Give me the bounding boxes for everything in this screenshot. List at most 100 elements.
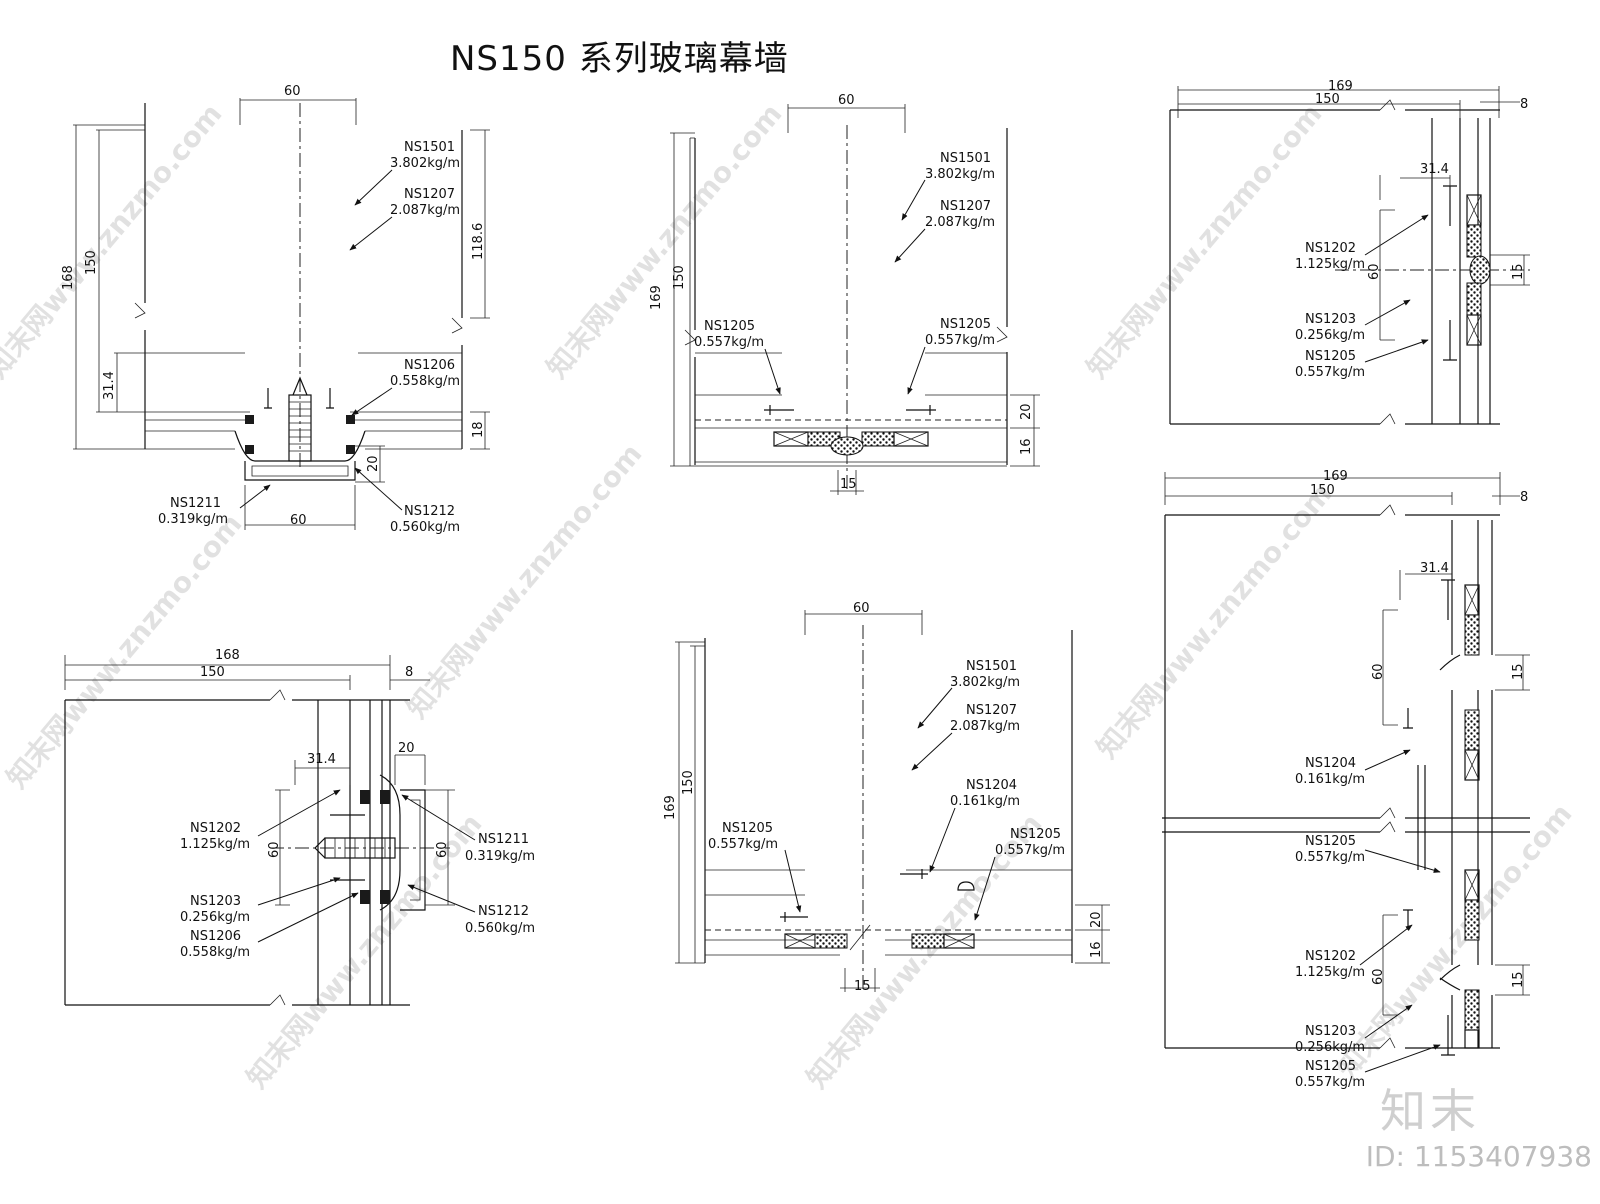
label-ns1205: NS1205	[704, 319, 755, 334]
label-ns1206: NS1206	[190, 929, 241, 944]
label-ns1202: NS1202	[1305, 949, 1356, 964]
dim-text: 60	[1371, 663, 1386, 680]
label-ns1211: NS1211	[170, 496, 221, 511]
dim-text: 15	[840, 477, 857, 492]
label-ns1202: NS1202	[1305, 241, 1356, 256]
watermark-text: 知末网www.znzmo.com	[400, 437, 648, 724]
dim-text: 8	[1520, 97, 1528, 112]
dim-text: 31.4	[307, 752, 336, 767]
label-ns1202: NS1202	[190, 821, 241, 836]
dim-text: 60	[290, 513, 307, 528]
label-weight: 3.802kg/m	[950, 675, 1020, 690]
label-ns1206: NS1206	[404, 358, 455, 373]
label-weight: 0.557kg/m	[925, 333, 995, 348]
label-weight: 0.560kg/m	[465, 921, 535, 936]
dim-text: 31.4	[102, 371, 117, 400]
drawing-title: NS150 系列玻璃幕墙	[450, 39, 789, 79]
label-ns1205: NS1205	[1010, 827, 1061, 842]
view-6-vertical-open-joint: 169 150 8 31.4 60 60 15 15 NS1204 0.161k…	[1162, 469, 1530, 1090]
label-weight: 0.319kg/m	[158, 512, 228, 527]
label-weight: 0.557kg/m	[694, 335, 764, 350]
label-ns1207: NS1207	[940, 199, 991, 214]
dim-text: 118.6	[471, 223, 486, 260]
dim-text: 15	[1511, 971, 1526, 988]
dim-text: 16	[1019, 438, 1034, 455]
dim-text: 31.4	[1420, 162, 1449, 177]
dim-text: 150	[1310, 483, 1335, 498]
dim-text: 150	[681, 770, 696, 795]
watermark-text: 知末网www.znzmo.com	[1080, 97, 1328, 384]
label-weight: 0.557kg/m	[1295, 850, 1365, 865]
dim-text: 15	[1511, 263, 1526, 280]
label-weight: 0.557kg/m	[995, 843, 1065, 858]
label-weight: 0.557kg/m	[708, 837, 778, 852]
label-ns1205: NS1205	[1305, 834, 1356, 849]
label-ns1204: NS1204	[1305, 756, 1356, 771]
dim-text: 150	[84, 250, 99, 275]
label-weight: 1.125kg/m	[1295, 965, 1365, 980]
view-4-vertical-mullion: 168 150 8 31.4 20 60 60 NS1202 1.125kg/m…	[64, 648, 535, 1006]
dim-text: 8	[1520, 490, 1528, 505]
dim-text: 169	[1323, 469, 1348, 484]
label-ns1212: NS1212	[404, 504, 455, 519]
dim-text: 169	[649, 285, 664, 310]
watermark-text: 知末网www.znzmo.com	[1330, 797, 1578, 1084]
watermark-text: 知末网www.znzmo.com	[0, 97, 228, 384]
label-ns1205: NS1205	[1305, 1059, 1356, 1074]
dim-text: 8	[405, 665, 413, 680]
dim-text: 15	[1511, 663, 1526, 680]
label-ns1501: NS1501	[966, 659, 1017, 674]
dim-text: 60	[435, 841, 450, 858]
dim-text: 15	[854, 979, 871, 994]
dim-text: 20	[366, 455, 381, 472]
label-ns1204: NS1204	[966, 778, 1017, 793]
label-ns1501: NS1501	[404, 140, 455, 155]
dim-text: 16	[1089, 941, 1104, 958]
dim-text: 150	[1315, 92, 1340, 107]
label-weight: 0.558kg/m	[390, 374, 460, 389]
label-weight: 0.557kg/m	[1295, 1075, 1365, 1090]
label-weight: 3.802kg/m	[390, 156, 460, 171]
dim-text: 60	[1367, 263, 1382, 280]
dim-text: 168	[61, 265, 76, 290]
dim-text: 60	[1371, 968, 1386, 985]
view-1-horizontal-mullion: 60 60 168 150 31.4 118.6 18 20 NS1501 3.…	[61, 84, 490, 535]
view-2-butt-joint: 60 169 150 20 16 15 NS1501 3.802kg/m NS1…	[649, 93, 1040, 495]
watermark-logo: 知末	[1380, 1084, 1480, 1138]
label-ns1207: NS1207	[404, 187, 455, 202]
label-ns1212: NS1212	[478, 904, 529, 919]
label-weight: 0.256kg/m	[1295, 1040, 1365, 1055]
dim-text: 60	[838, 93, 855, 108]
label-ns1205: NS1205	[722, 821, 773, 836]
label-weight: 3.802kg/m	[925, 167, 995, 182]
dim-text: 20	[1089, 911, 1104, 928]
dim-text: 20	[398, 741, 415, 756]
dim-text: 169	[663, 795, 678, 820]
label-weight: 1.125kg/m	[180, 837, 250, 852]
label-ns1205: NS1205	[1305, 349, 1356, 364]
dim-text: 31.4	[1420, 561, 1449, 576]
dim-text: 169	[1328, 79, 1353, 94]
label-weight: 0.256kg/m	[1295, 328, 1365, 343]
dim-text: 168	[215, 648, 240, 663]
label-weight: 2.087kg/m	[925, 215, 995, 230]
label-weight: 0.256kg/m	[180, 910, 250, 925]
label-weight: 0.557kg/m	[1295, 365, 1365, 380]
label-weight: 0.161kg/m	[1295, 772, 1365, 787]
dim-text: 18	[471, 421, 486, 438]
dim-text: 150	[200, 665, 225, 680]
label-ns1207: NS1207	[966, 703, 1017, 718]
dim-text: 20	[1019, 403, 1034, 420]
dim-text: 60	[853, 601, 870, 616]
label-ns1203: NS1203	[190, 894, 241, 909]
label-weight: 0.558kg/m	[180, 945, 250, 960]
view-5-open-joint: 60 169 150 20 16 15 NS1501 3.802kg/m NS1…	[663, 601, 1110, 994]
label-weight: 2.087kg/m	[390, 203, 460, 218]
label-weight: 0.560kg/m	[390, 520, 460, 535]
label-weight: 2.087kg/m	[950, 719, 1020, 734]
watermark-text: 知末网www.znzmo.com	[0, 507, 248, 794]
watermark-text: 知末网www.znzmo.com	[1090, 477, 1338, 764]
label-weight: 0.319kg/m	[465, 849, 535, 864]
label-ns1501: NS1501	[940, 151, 991, 166]
